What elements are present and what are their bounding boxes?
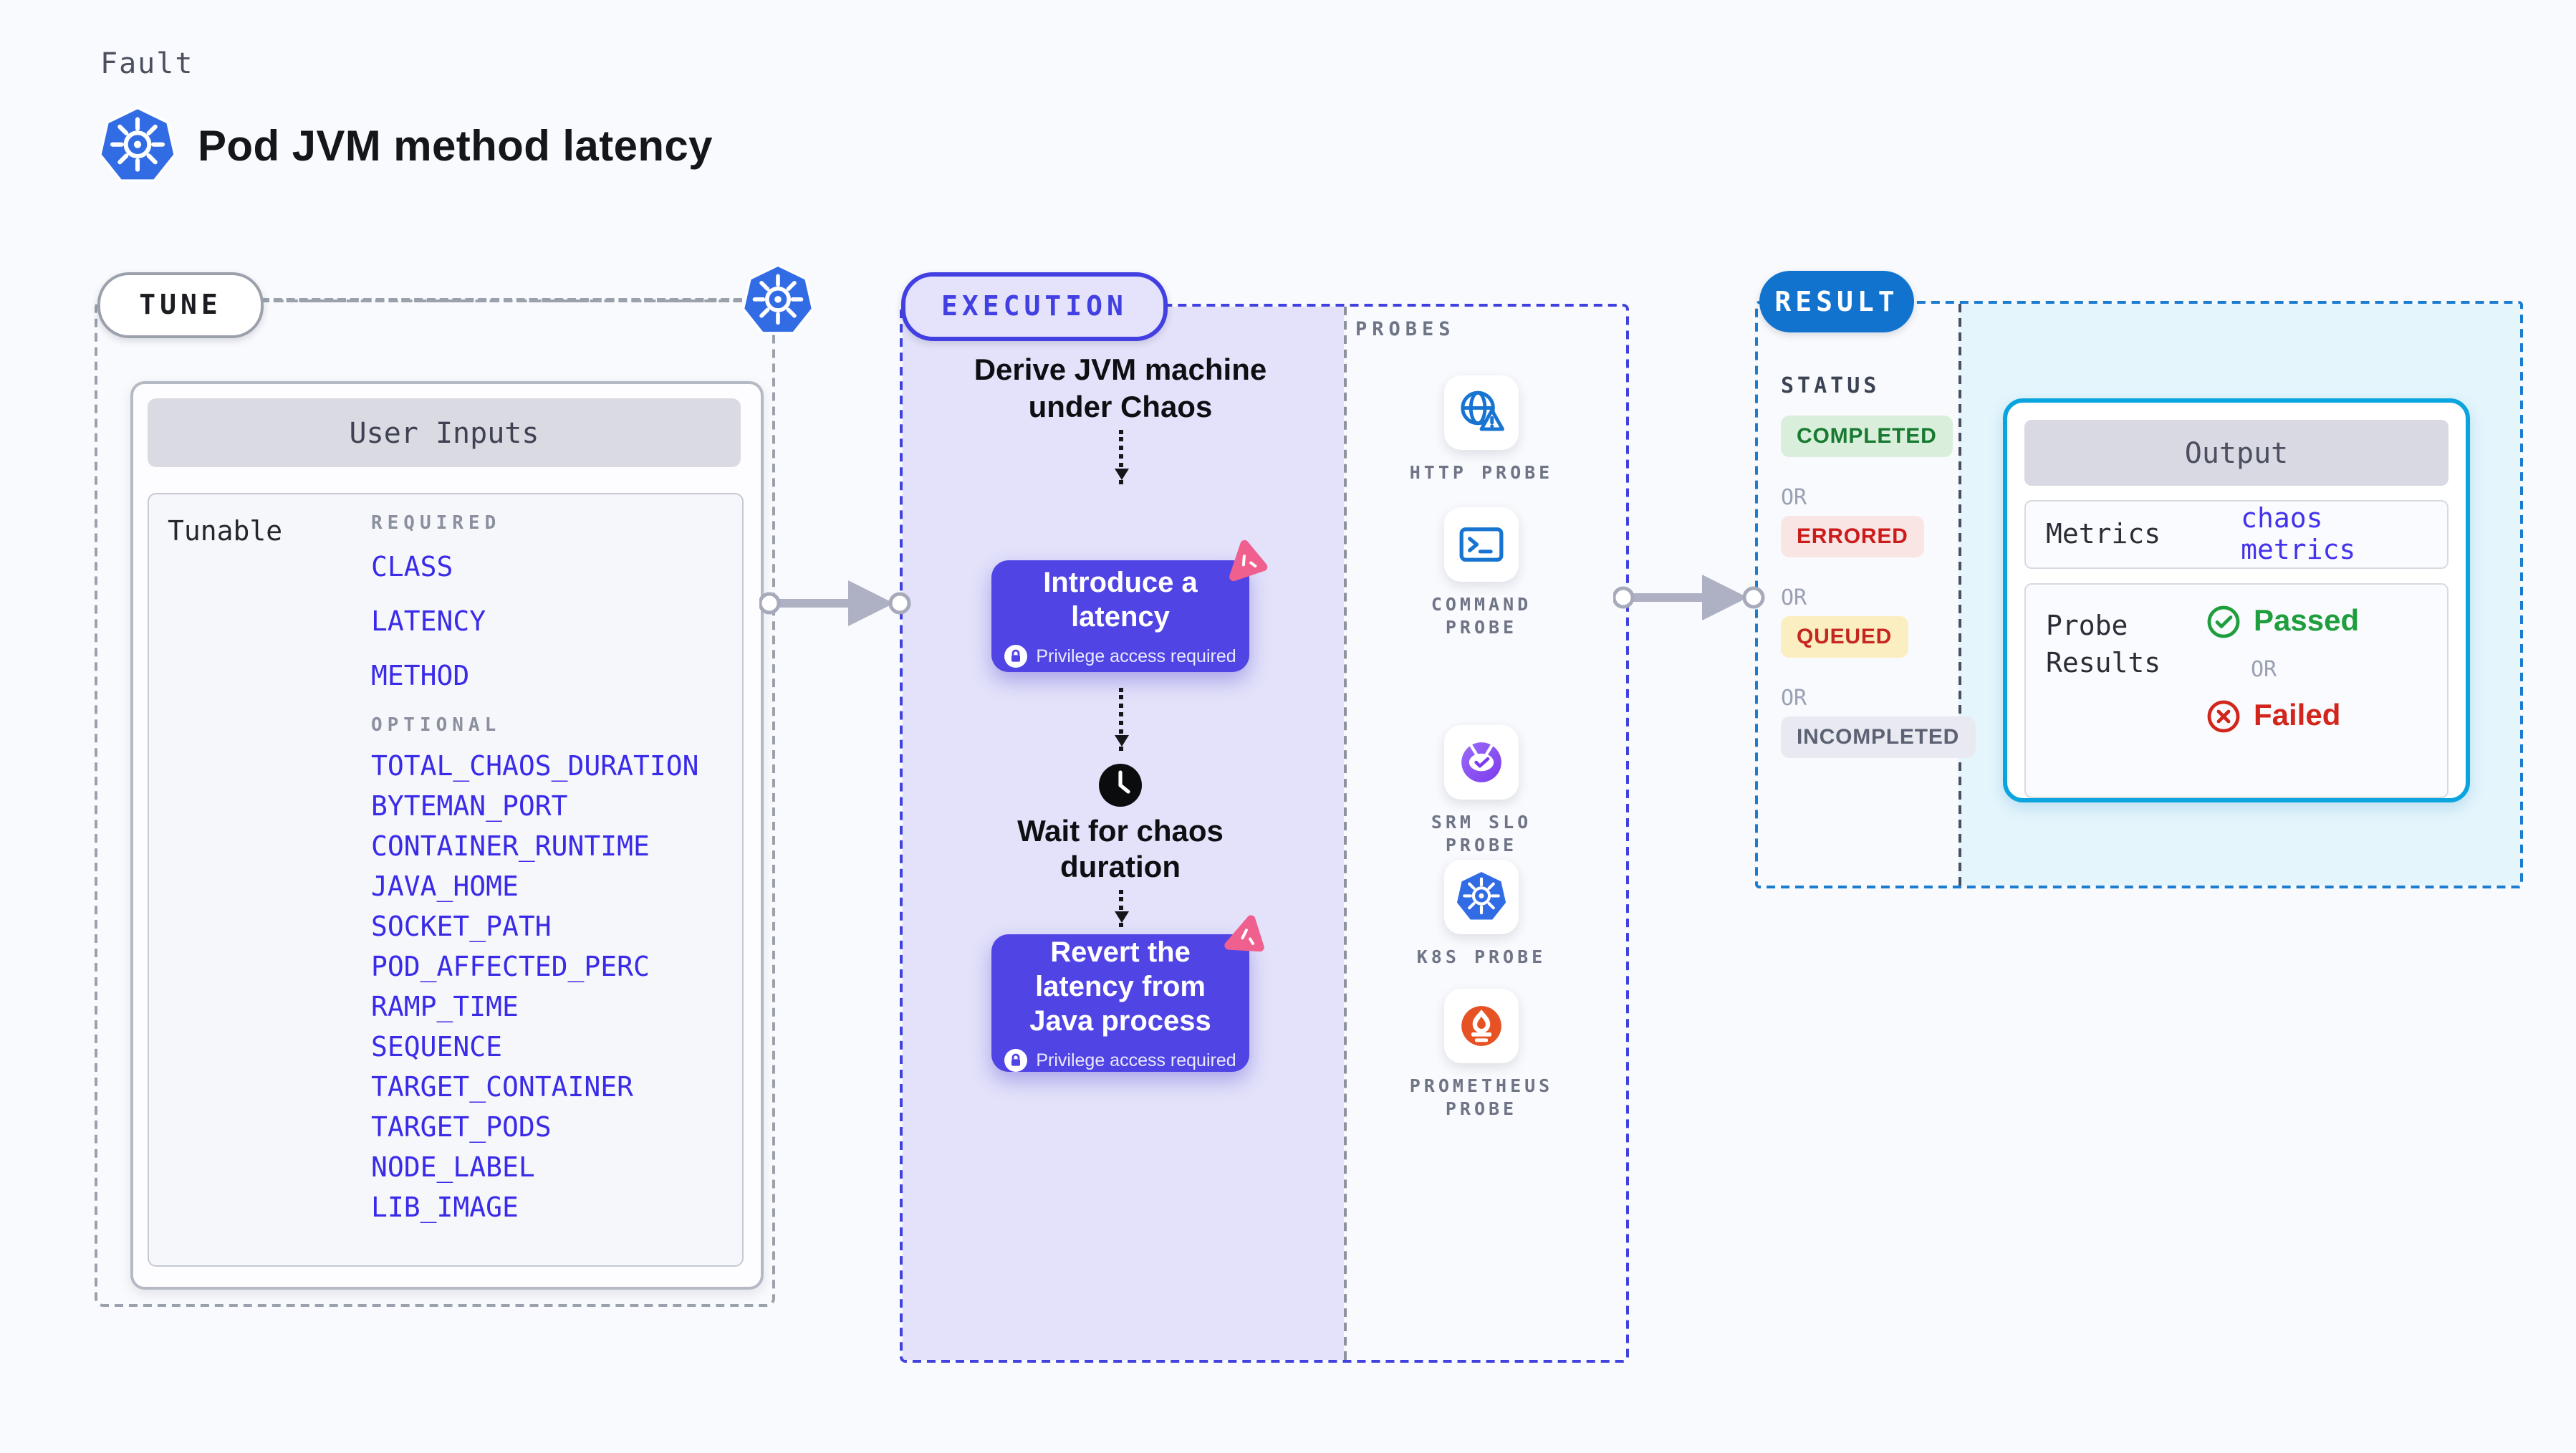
chaos-splat-icon (1219, 536, 1271, 588)
k8s-probe-card[interactable] (1444, 860, 1519, 934)
revert-latency-step[interactable]: Revert the latency from Java process Pri… (991, 934, 1249, 1072)
command-probe-icon (1459, 527, 1504, 562)
probe-label: PROMETHEUS PROBE (1409, 1075, 1554, 1119)
flow-arrow-down (1115, 688, 1129, 751)
status-badge-incompleted: INCOMPLETED (1781, 716, 1976, 758)
or-separator: OR (1781, 585, 1807, 610)
x-circle-icon (2207, 700, 2240, 733)
lock-icon (1004, 1048, 1028, 1071)
failed-label: Failed (2254, 699, 2341, 732)
or-separator: OR (2251, 656, 2277, 682)
probe-label: HTTP PROBE (1409, 461, 1554, 483)
step-title: Introduce a latency (1043, 567, 1198, 633)
probes-subsection (1344, 307, 1626, 1360)
param-link[interactable]: SEQUENCE (371, 1032, 503, 1063)
status-badge-errored: ERRORED (1781, 516, 1924, 557)
param-link[interactable]: LIB_IMAGE (371, 1192, 519, 1224)
probe-results-row: Probe Results Passed OR Failed (2024, 583, 2448, 798)
step-title: Revert the latency from Java process (1029, 936, 1211, 1037)
privilege-note: Privilege access required (1004, 644, 1236, 667)
output-header: Output (2024, 420, 2448, 486)
privilege-note: Privilege access required (1004, 1048, 1236, 1071)
fault-kicker: Fault (100, 46, 194, 80)
required-group-label: REQUIRED (371, 513, 501, 534)
param-link[interactable]: JAVA_HOME (371, 871, 519, 903)
lock-icon (1004, 644, 1028, 667)
prometheus-probe-icon (1461, 1006, 1501, 1046)
param-link[interactable]: NODE_LABEL (371, 1152, 535, 1184)
tune-dashed-connector (261, 298, 742, 302)
probe-label: K8S PROBE (1416, 946, 1547, 967)
prometheus-probe-card[interactable] (1444, 989, 1519, 1063)
k8s-probe-icon (1454, 870, 1509, 924)
probe-label: COMMAND PROBE (1431, 593, 1532, 638)
execution-section-box (900, 304, 1629, 1363)
status-label: STATUS (1781, 373, 1880, 398)
status-badge-completed: COMPLETED (1781, 416, 1953, 457)
result-pill[interactable]: RESULT (1759, 271, 1914, 332)
execution-flow-background (903, 307, 1344, 1360)
status-badge-queued: QUEUED (1781, 616, 1908, 658)
execution-pill[interactable]: EXECUTION (901, 272, 1168, 341)
user-inputs-header: User Inputs (148, 398, 741, 467)
probes-section-label: PROBES (1355, 318, 1456, 341)
tunables-panel (148, 493, 744, 1267)
optional-group-label: OPTIONAL (371, 715, 501, 737)
probe-results-label: Probe Results (2046, 610, 2161, 679)
kubernetes-icon (741, 264, 815, 338)
http-probe-card[interactable] (1444, 375, 1519, 450)
tune-pill[interactable]: TUNE (97, 272, 264, 338)
param-link[interactable]: LATENCY (371, 606, 486, 638)
param-link[interactable]: SOCKET_PATH (371, 911, 552, 943)
wait-step-text: Wait for chaos duration (1017, 815, 1224, 884)
param-link[interactable]: BYTEMAN_PORT (371, 791, 568, 823)
param-link[interactable]: TARGET_CONTAINER (371, 1072, 634, 1103)
param-link[interactable]: TOTAL_CHAOS_DURATION (371, 751, 699, 782)
param-link[interactable]: CLASS (371, 552, 453, 583)
metrics-label: Metrics (2046, 519, 2161, 550)
tunable-row-label: Tunable (168, 516, 283, 547)
probe-label: SRM SLO PROBE (1431, 811, 1532, 855)
clock-icon (1099, 764, 1142, 807)
page-title: Pod JVM method latency (198, 123, 713, 171)
metrics-value-link[interactable]: chaos metrics (2241, 503, 2356, 566)
parameters-column: REQUIRED CLASS LATENCY METHOD OPTIONAL T… (371, 504, 729, 1232)
param-link[interactable]: CONTAINER_RUNTIME (371, 831, 650, 863)
kubernetes-icon (97, 106, 178, 186)
derive-step-text: Derive JVM machine under Chaos (974, 354, 1267, 424)
srm-slo-probe-card[interactable] (1444, 725, 1519, 800)
or-separator: OR (1781, 484, 1807, 510)
flow-arrow-down (1115, 890, 1129, 927)
tune-to-execution-arrow (759, 580, 911, 626)
param-link[interactable]: RAMP_TIME (371, 992, 519, 1023)
passed-label: Passed (2254, 605, 2360, 638)
http-probe-icon (1461, 390, 1504, 431)
or-separator: OR (1781, 685, 1807, 711)
command-probe-card[interactable] (1444, 507, 1519, 582)
check-circle-icon (2207, 605, 2240, 638)
srm-slo-probe-icon (1461, 742, 1501, 782)
param-link[interactable]: POD_AFFECTED_PERC (371, 951, 650, 983)
output-card: Output Metrics chaos metrics Probe Resul… (2003, 398, 2470, 802)
flow-arrow-down (1115, 430, 1129, 484)
metrics-row: Metrics chaos metrics (2024, 500, 2448, 569)
introduce-latency-step[interactable]: Introduce a latency Privilege access req… (991, 560, 1249, 672)
execution-to-result-arrow (1613, 575, 1765, 620)
param-link[interactable]: METHOD (371, 661, 470, 692)
param-link[interactable]: TARGET_PODS (371, 1112, 552, 1143)
